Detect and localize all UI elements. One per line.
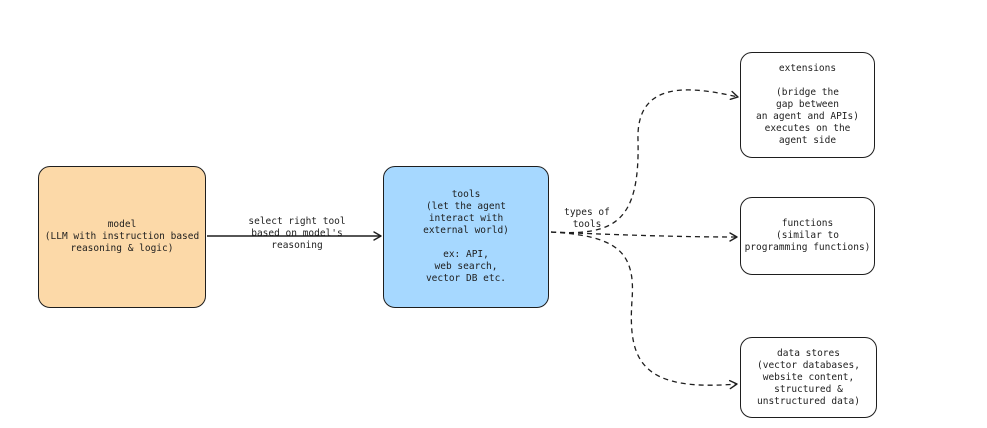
edge-tools-to-extensions <box>550 89 739 234</box>
edge-label-types-of-tools: types of tools <box>564 207 610 230</box>
data-stores-node-text: data stores (vector databases, website c… <box>757 347 860 407</box>
edge-label-select-tool: select right tool based on model's reaso… <box>248 216 346 251</box>
model-node: model (LLM with instruction based reason… <box>38 166 206 308</box>
edge-tools-to-data-stores <box>550 231 738 390</box>
tools-node: tools (let the agent interact with exter… <box>383 166 549 308</box>
functions-node: functions (similar to programming functi… <box>740 197 875 275</box>
model-node-text: model (LLM with instruction based reason… <box>44 219 200 254</box>
extensions-node-text: extensions (bridge the gap between an ag… <box>756 63 859 146</box>
data-stores-node: data stores (vector databases, website c… <box>740 337 877 418</box>
extensions-node: extensions (bridge the gap between an ag… <box>740 52 875 158</box>
edge-tools-to-functions <box>550 231 738 242</box>
functions-node-text: functions (similar to programming functi… <box>744 218 871 253</box>
tools-node-text: tools (let the agent interact with exter… <box>423 189 509 284</box>
